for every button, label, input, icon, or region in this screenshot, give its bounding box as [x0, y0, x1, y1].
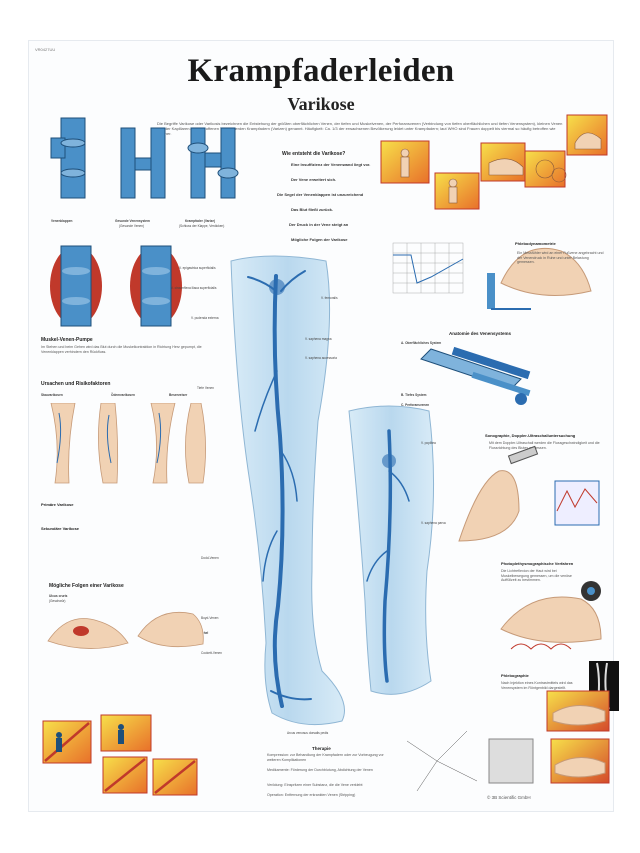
leg-label-13: Arcus venosus dorsalis pedis — [287, 731, 329, 735]
leg-label-8: V. poplitea — [421, 441, 436, 445]
therapy-title: Therapie — [312, 746, 331, 751]
leg-label-1: V. epigastrica superficialis — [179, 266, 216, 270]
flow-row-5: Der Druck in der Vene steigt an — [289, 222, 349, 227]
flow-row-3: Die Segel der Venenklappen ist unzureich… — [277, 192, 364, 197]
muscle-pump-title: Muskel-Venen-Pumpe — [41, 337, 93, 343]
therapy-diagram — [406, 730, 478, 792]
plethysmo-title: Phlebodynamometrie — [515, 241, 556, 246]
leg-vein-illustration — [230, 255, 435, 726]
sono-title: Sonographie, Doppler-Ultraschalluntersuc… — [485, 433, 576, 438]
anatomy-c: C. Perforansvenen — [401, 403, 430, 407]
photo-illustration — [500, 581, 602, 650]
flow-row-6: Mögliche Folgen der Varikose — [291, 237, 348, 242]
plethysmo-illustration — [392, 242, 592, 310]
causes-item-1: Stauvarikosen — [41, 393, 63, 397]
leg-label-12: Cockett-Venen — [201, 651, 222, 655]
phlebo-text: Nach Injektion eines Kontrastmittels wir… — [501, 681, 573, 690]
plethysmo-text: Ein Messfühler wird an einer Fußvene ang… — [517, 251, 604, 265]
valves-caption-1: Venenklappen — [51, 219, 73, 223]
leg-label-11: Boyd-Venen — [201, 616, 219, 620]
venous-valves-illustration — [50, 117, 239, 199]
primary-title: Primäre Varikose — [41, 502, 74, 507]
anatomy-illustration — [420, 346, 531, 405]
causes-item-3: Besenreiser — [169, 393, 188, 397]
poster-subtitle: Varikose — [287, 94, 355, 114]
photo-text: Die Lichtreflexion der Haut wird bei Mus… — [501, 569, 572, 583]
bottom-right-panels — [488, 690, 610, 784]
valves-caption-2: Gesunde Venensystem — [115, 219, 150, 223]
leg-label-9: V. saphena parva — [421, 521, 446, 525]
activity-panels — [380, 114, 608, 210]
ulcus-feet-illustration — [47, 611, 204, 649]
photo-title: Photoplethysmographische Verfahren — [501, 561, 574, 566]
bottom-left-panels — [42, 714, 198, 796]
causes-legs-illustration — [50, 403, 206, 484]
causes-title: Ursachen und Risikofaktoren — [41, 381, 111, 387]
valves-caption-3-sub: (Schluss der Klappe, Verdicken) — [179, 224, 225, 228]
folgen-title: Mögliche Folgen einer Varikose — [49, 583, 124, 589]
leg-label-4: V. saphena magna — [305, 337, 332, 341]
anatomy-title: Anatomie des Venensystems — [449, 331, 512, 336]
sono-text: Mit dem Doppler-Ultraschall werden die F… — [489, 441, 600, 450]
publisher-logo: © 3B Scientific GmbH — [487, 795, 531, 800]
anatomy-a: A. Oberflächliches System — [401, 341, 442, 345]
leg-label-6: V. saphena accessoria — [305, 356, 337, 360]
leg-label-5: V. femoralis — [321, 296, 338, 300]
secondary-title: Sekundäre Varikose — [41, 526, 80, 531]
poster: VR0427UU Krampfaderleiden Varikose Die B… — [28, 40, 619, 812]
phlebo-title: Phlebographie — [501, 673, 529, 678]
therapy-line-3: Verödung: Einspritzen einer Substanz, di… — [267, 783, 363, 787]
causes-item-2: Ödemvarikosen — [111, 393, 135, 397]
leg-label-2: V. circumflexa iliaca superficialis — [171, 286, 217, 290]
valves-caption-2-sub: (Gesunde Venen) — [119, 224, 144, 228]
muscle-pump-text: Im Stehen und beim Gehen wird das Blut d… — [41, 345, 202, 354]
valves-caption-3: Krampfader (Varize) — [185, 219, 216, 223]
muscle-pump-illustration — [50, 245, 182, 327]
leg-label-7: Tiefe Venen — [197, 386, 214, 390]
sono-illustration — [458, 445, 600, 542]
leg-label-10: Dodd-Venen — [201, 556, 219, 560]
leg-label-3: V. pudenda externa — [191, 316, 219, 320]
poster-ref: VR0427UU — [35, 47, 56, 52]
ulcus-sub-label: (Geschwür) — [49, 599, 66, 603]
flow-row-1: Eine Insuffizienz der Venenwand liegt vo… — [291, 162, 371, 167]
anatomy-b: B. Tiefes System — [401, 393, 427, 397]
flow-title: Wie entsteht die Varikose? — [282, 151, 346, 157]
ulcus-label: Ulcus cruris — [49, 594, 68, 598]
therapy-line-4: Operation: Entfernung der erkrankten Ven… — [267, 793, 356, 797]
poster-title: Krampfaderleiden — [187, 53, 455, 89]
therapy-line-2: Medikamente: Förderung der Durchblutung,… — [267, 768, 373, 772]
flow-row-4: Das Blut fließt zurück. — [291, 207, 334, 212]
therapy-line-1: Kompression: zur Behandlung der Krampfad… — [267, 753, 384, 762]
flow-row-2: Der Vene erweitert sich. — [291, 177, 337, 182]
